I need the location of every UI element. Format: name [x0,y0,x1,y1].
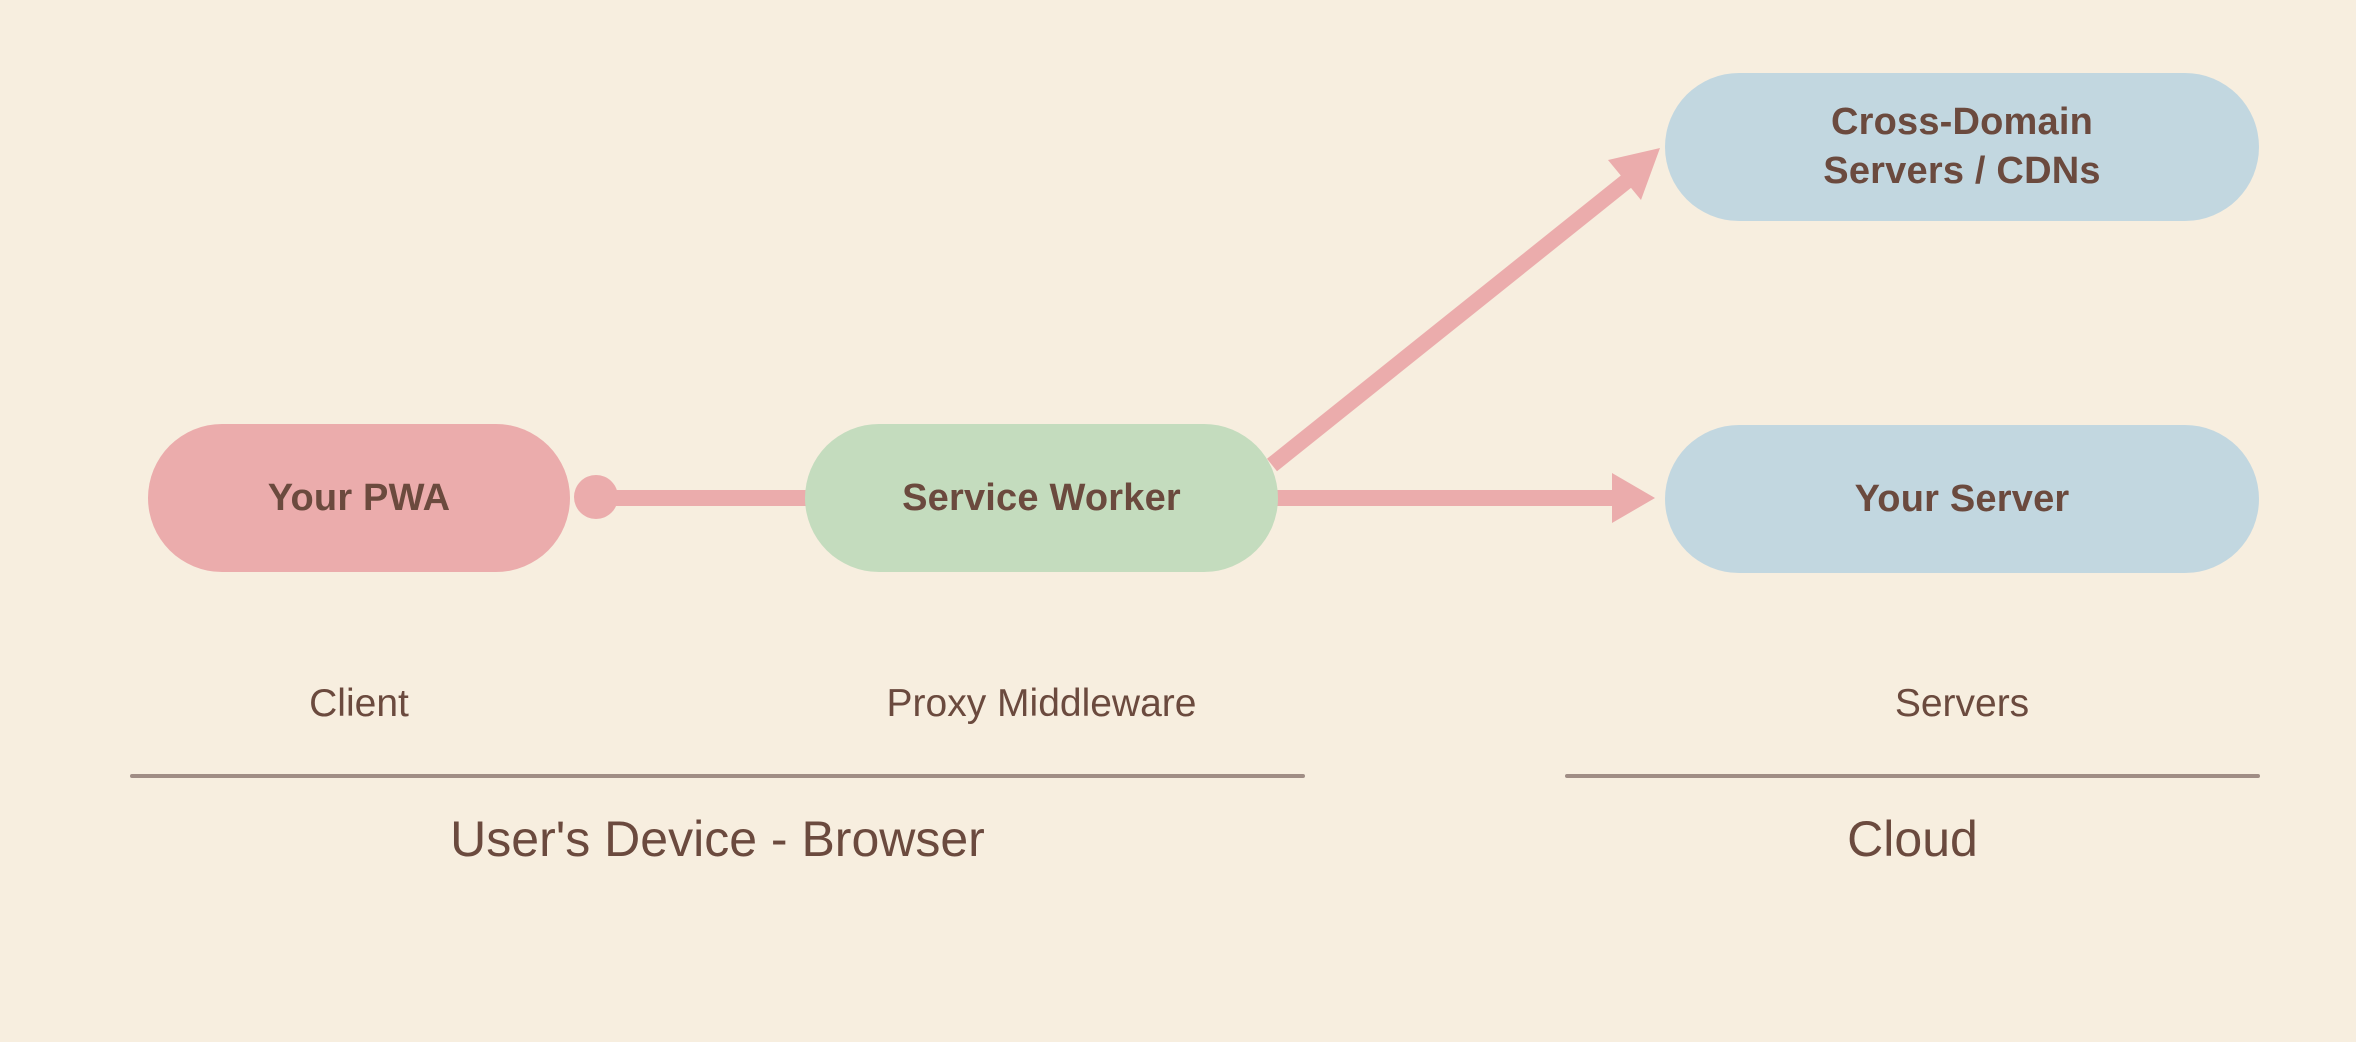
edge-service-worker-to-cross-domain [1267,148,1660,472]
node-cross-domain-line-2: Servers / CDNs [1823,150,2101,192]
zone-label-servers: Servers [1894,682,2030,725]
node-your-server[interactable]: Your Server [1665,425,2259,573]
edge-service-worker-to-your-server [1276,473,1655,523]
group-label-cloud: Cloud [1847,811,1978,867]
arrowhead-icon-cdn [1608,148,1660,200]
node-cross-domain-line-1: Cross-Domain [1830,101,2094,144]
zone-label-proxy: Proxy Middleware [886,682,1197,725]
divider-rule-device [130,774,1305,778]
node-your-pwa[interactable]: Your PWA [148,424,570,572]
node-cross-domain-servers-label: Cross-Domain Servers / CDNs [1823,98,2100,195]
edge-line-sw-cdn [1267,173,1633,472]
node-service-worker-label: Service Worker [902,476,1181,519]
dot-marker-icon [574,475,618,519]
arrowhead-icon-server [1612,473,1655,523]
node-service-worker[interactable]: Service Worker [805,424,1278,572]
zone-label-client: Client [309,682,409,725]
divider-rule-cloud [1565,774,2260,778]
node-your-server-label: Your Server [1854,477,2070,520]
node-your-pwa-label: Your PWA [267,476,451,519]
group-label-user-device: User's Device - Browser [450,811,985,867]
edge-pwa-to-service-worker [574,475,808,519]
node-cross-domain-servers[interactable]: Cross-Domain Servers / CDNs [1665,73,2259,221]
